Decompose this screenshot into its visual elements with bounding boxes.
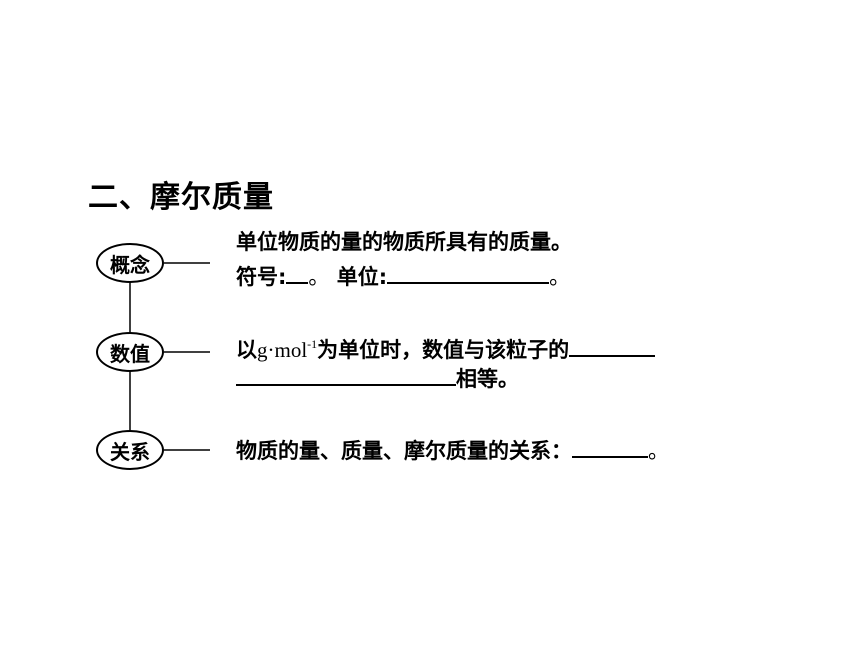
unit-blank[interactable] bbox=[387, 262, 550, 284]
value-line-2: 相等。 bbox=[236, 364, 519, 393]
relation-blank[interactable] bbox=[572, 436, 648, 458]
symbol-separator: 。 bbox=[308, 265, 330, 289]
value-line2-text: 相等。 bbox=[456, 367, 519, 391]
value-node: 数值 bbox=[96, 332, 164, 372]
value-unit: g·mol bbox=[257, 338, 308, 362]
section-title: 二、摩尔质量 bbox=[88, 180, 274, 215]
value-line1-text: 为单位时，数值与该粒子的 bbox=[317, 338, 570, 362]
concept-definition-text: 单位物质的量的物质所具有的质量。 bbox=[236, 230, 572, 254]
concept-definition: 单位物质的量的物质所具有的质量。 bbox=[236, 228, 572, 256]
relation-line: 物质的量、质量、摩尔质量的关系： 。 bbox=[236, 436, 669, 465]
concept-node: 概念 bbox=[96, 243, 164, 283]
unit-end: 。 bbox=[549, 265, 571, 289]
relation-text: 物质的量、质量、摩尔质量的关系： bbox=[236, 439, 572, 463]
value-blank-1[interactable] bbox=[569, 335, 656, 357]
relation-node: 关系 bbox=[96, 430, 164, 470]
symbol-blank[interactable] bbox=[286, 262, 309, 284]
symbol-label: 符号: bbox=[236, 265, 287, 289]
value-line-1: 以g·mol-1为单位时，数值与该粒子的 bbox=[236, 330, 656, 364]
value-prefix: 以 bbox=[236, 338, 257, 362]
value-blank-2[interactable] bbox=[236, 364, 456, 386]
relation-end: 。 bbox=[648, 439, 669, 463]
value-unit-superscript: -1 bbox=[307, 337, 318, 351]
unit-label: 单位: bbox=[336, 265, 388, 289]
concept-symbol-unit-line: 符号:。 单位:。 bbox=[236, 262, 570, 291]
